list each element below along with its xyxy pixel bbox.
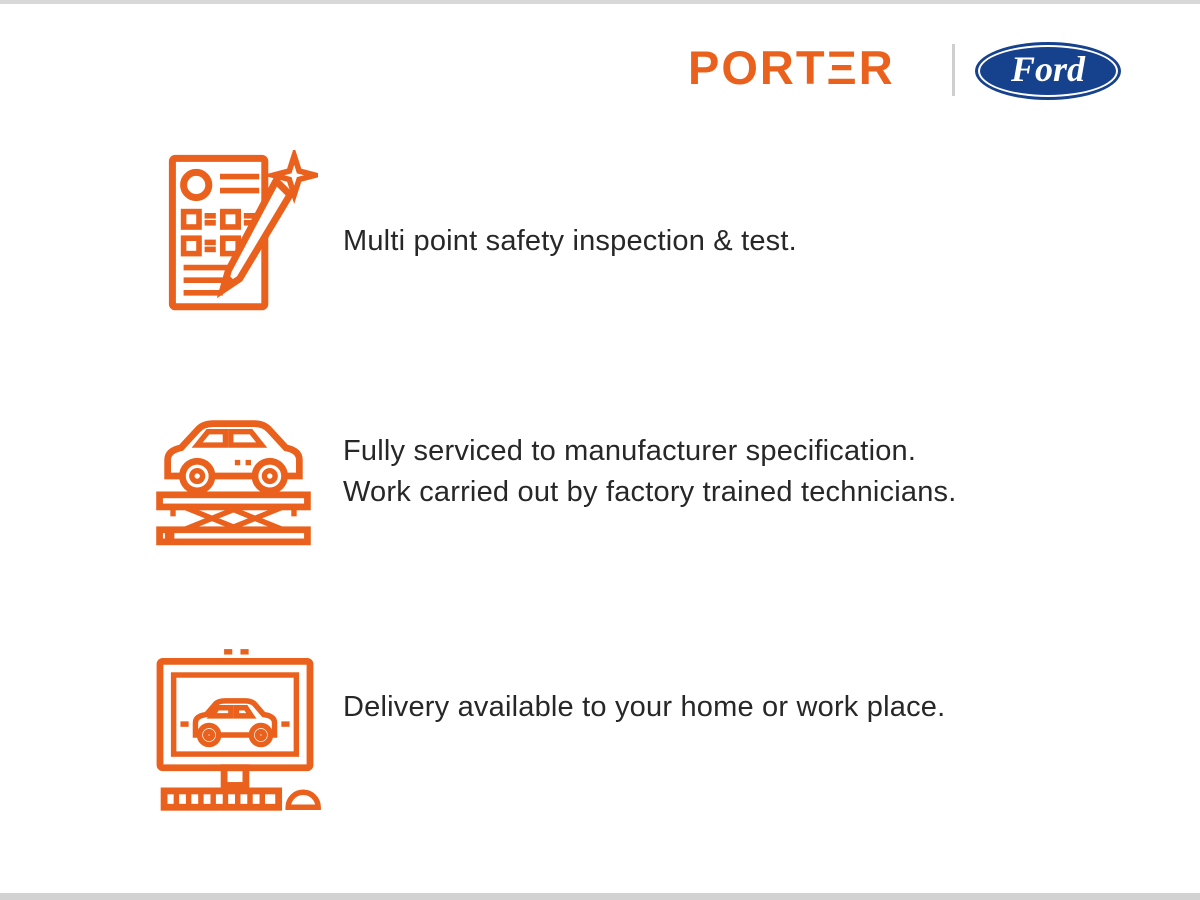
header-divider — [952, 44, 955, 96]
top-edge-bar — [0, 0, 1200, 4]
feature-3-icon-wrap — [146, 645, 324, 830]
feature-2-line-1: Fully serviced to manufacturer specifica… — [343, 435, 917, 467]
ford-logo: Ford — [975, 42, 1121, 100]
ford-logo-text: Ford — [1010, 49, 1086, 89]
ford-logo-ring — [978, 45, 1118, 97]
bottom-edge-bar — [0, 893, 1200, 900]
feature-2-line-2: Work carried out by factory trained tech… — [343, 476, 957, 508]
feature-3-line-1: Delivery available to your home or work … — [343, 691, 946, 723]
feature-1-text: Multi point safety inspection & test. — [343, 221, 797, 262]
feature-2-text: Fully serviced to manufacturer specifica… — [343, 431, 957, 513]
safety-inspection-checklist-icon — [168, 146, 327, 311]
feature-1-icon-wrap — [150, 146, 327, 323]
porter-brand-logo: PORTΞR — [688, 41, 895, 94]
feature-1-line-1: Multi point safety inspection & test. — [343, 225, 797, 257]
feature-3-text: Delivery available to your home or work … — [343, 687, 945, 728]
car-service-lift-icon — [156, 420, 311, 546]
online-delivery-monitor-icon — [156, 649, 321, 811]
feature-2-icon-wrap — [146, 390, 321, 563]
